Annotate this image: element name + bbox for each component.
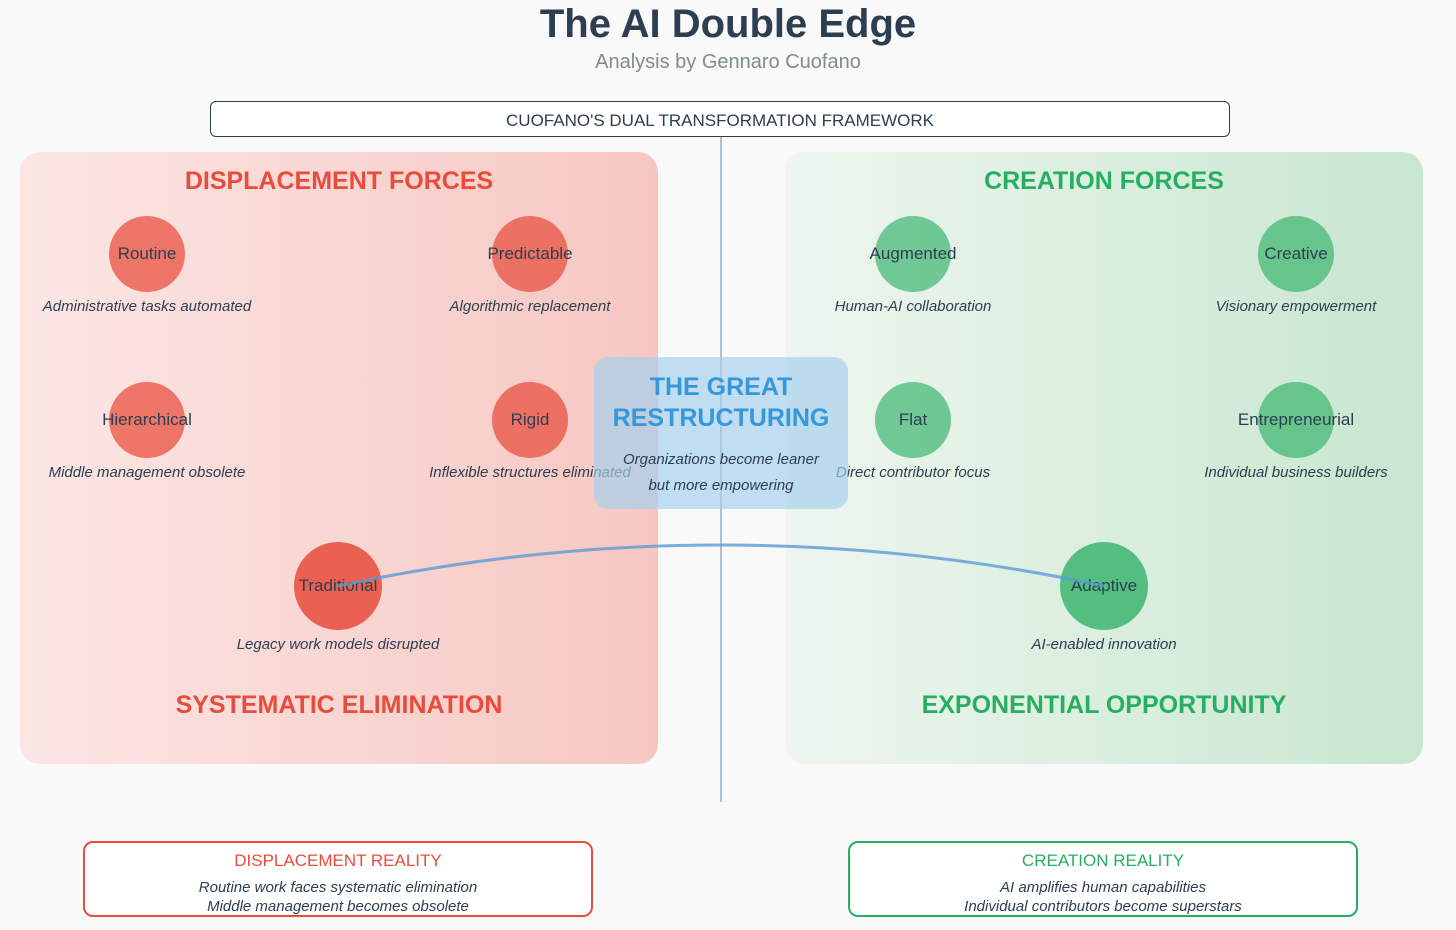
- node-rigid: Rigid: [492, 382, 568, 458]
- node-predictable: Predictable: [487, 216, 573, 292]
- creation-heading: CREATION FORCES: [984, 167, 1224, 195]
- restructuring-title-line1: THE GREAT: [649, 373, 793, 401]
- caption-routine: Administrative tasks automated: [42, 298, 252, 315]
- creation-reality-title: CREATION REALITY: [1021, 851, 1185, 870]
- creation-reality-line2: Individual contributors become superstar…: [964, 898, 1242, 915]
- node-entrepreneurial: Entrepreneurial: [1238, 382, 1354, 458]
- creation-footer: EXPONENTIAL OPPORTUNITY: [921, 691, 1287, 719]
- caption-augmented: Human-AI collaboration: [834, 298, 992, 315]
- creation-reality-line1: AI amplifies human capabilities: [1000, 879, 1206, 896]
- caption-adaptive: AI-enabled innovation: [1031, 636, 1177, 653]
- caption-entrepreneurial: Individual business builders: [1204, 464, 1388, 481]
- displacement-reality-line2: Middle management becomes obsolete: [207, 898, 469, 915]
- node-hierarchical: Hierarchical: [102, 382, 192, 458]
- displacement-reality-box: DISPLACEMENT REALITY Routine work faces …: [83, 841, 593, 917]
- displacement-reality-line1: Routine work faces systematic eliminatio…: [198, 879, 478, 896]
- node-flat: Flat: [875, 382, 951, 458]
- caption-traditional: Legacy work models disrupted: [236, 636, 440, 653]
- displacement-footer: SYSTEMATIC ELIMINATION: [175, 691, 503, 719]
- restructuring-title: THE GREAT RESTRUCTURING: [594, 372, 848, 434]
- node-adaptive: Adaptive: [1060, 542, 1148, 630]
- caption-rigid: Inflexible structures eliminated: [429, 464, 631, 481]
- caption-hierarchical: Middle management obsolete: [48, 464, 246, 481]
- node-augmented: Augmented: [870, 216, 956, 292]
- displacement-heading: DISPLACEMENT FORCES: [184, 167, 494, 195]
- node-traditional: Traditional: [294, 542, 382, 630]
- displacement-reality-title: DISPLACEMENT REALITY: [234, 851, 442, 870]
- restructuring-box: [594, 357, 848, 509]
- caption-creative: Visionary empowerment: [1215, 298, 1377, 315]
- caption-predictable: Algorithmic replacement: [449, 298, 611, 315]
- restructuring-desc-line1: Organizations become leaner: [623, 451, 819, 468]
- page-title: The AI Double Edge: [539, 2, 917, 46]
- page-subtitle: Analysis by Gennaro Cuofano: [595, 51, 861, 73]
- restructuring-desc-line2: but more empowering: [648, 477, 794, 494]
- restructuring-title-line2: RESTRUCTURING: [612, 404, 830, 432]
- creation-reality-box: CREATION REALITY AI amplifies human capa…: [848, 841, 1358, 917]
- caption-flat: Direct contributor focus: [835, 464, 991, 481]
- framework-label: CUOFANO'S DUAL TRANSFORMATION FRAMEWORK: [210, 101, 1230, 137]
- node-routine: Routine: [109, 216, 185, 292]
- node-creative: Creative: [1258, 216, 1334, 292]
